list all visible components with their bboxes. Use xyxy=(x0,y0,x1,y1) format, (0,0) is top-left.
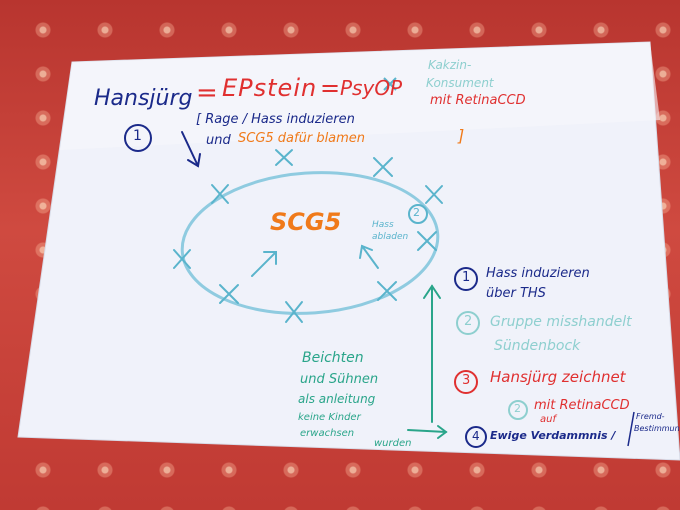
title-equals-1: = xyxy=(196,78,218,108)
title-psyop: PsyOP xyxy=(340,76,403,100)
legend-3b-line2: auf xyxy=(540,414,556,425)
title-kakzin-1: Kakzin- xyxy=(428,58,472,72)
title-kakzin-2: Konsument xyxy=(426,76,494,90)
cross-mark xyxy=(425,185,443,204)
step1-line2a: und xyxy=(206,133,231,148)
title-epstein: EPstein xyxy=(222,74,318,102)
step2-number: 2 xyxy=(413,206,420,219)
step1-line2b: SCG5 dafür blamen xyxy=(238,131,366,146)
legend-circle-3 xyxy=(454,370,478,394)
step1-line2c: ] xyxy=(458,126,465,145)
title-kakzin-3: mit RetinaCCD xyxy=(430,93,526,108)
annotation-line-3: als anleitung xyxy=(298,392,376,406)
legend-circle-1 xyxy=(454,267,478,291)
annotation-line-5: erwachsen xyxy=(300,428,355,439)
annotation-line-4: keine Kinder xyxy=(298,412,361,423)
step2-circle xyxy=(408,204,428,224)
cross-mark xyxy=(285,301,303,323)
legend-3-number: 3 xyxy=(462,373,471,388)
step1-line1: [ Rage / Hass induzieren xyxy=(196,112,355,127)
corner-line-1: Fremd- xyxy=(636,412,665,421)
corner-line-2: Bestimmung xyxy=(634,424,680,433)
arrow-lower-left xyxy=(251,251,277,277)
legend-circle-4 xyxy=(465,426,487,448)
legend-3b-line1: mit RetinaCCD xyxy=(534,398,630,413)
cross-mark xyxy=(211,184,229,204)
legend-2-number: 2 xyxy=(464,314,473,329)
cross-mark xyxy=(417,231,437,251)
cross-mark xyxy=(373,157,393,177)
legend-1-number: 1 xyxy=(462,270,471,285)
cross-mark xyxy=(173,249,191,269)
legend-4-number: 4 xyxy=(472,429,480,443)
cross-mark xyxy=(275,149,293,166)
title-name: Hansjürg xyxy=(94,86,193,111)
center-hass-1: Hass xyxy=(372,220,394,230)
inner-arrows xyxy=(251,244,379,277)
legend-2-line1: Gruppe misshandelt xyxy=(490,314,632,330)
arrow-lower-right xyxy=(359,244,379,269)
cross-mark xyxy=(377,281,397,301)
center-scg5-label: SCG5 xyxy=(270,208,342,236)
legend-circle-2 xyxy=(456,311,480,335)
step1-circle xyxy=(124,124,152,152)
step1-arrow xyxy=(181,131,201,168)
annotation-line-6: wurden xyxy=(374,438,412,449)
cross-mark xyxy=(219,284,239,304)
group-ellipse xyxy=(180,171,440,315)
annotation-line-1: Beichten xyxy=(302,350,364,366)
step1-number: 1 xyxy=(133,128,142,144)
corner-divider xyxy=(627,411,635,447)
legend-3-line1: Hansjürg zeichnet xyxy=(490,368,626,386)
legend-1-line1: Hass induzieren xyxy=(486,266,590,281)
legend-3b-number: 2 xyxy=(514,402,521,415)
annotation-arrow-right xyxy=(407,425,448,439)
annotation-arrow xyxy=(423,284,441,423)
crosses-group xyxy=(173,149,443,323)
legend-circle-3b xyxy=(508,400,528,420)
paper-highlight xyxy=(60,42,660,150)
legend-2-line2: Sündenbock xyxy=(494,338,581,354)
legend-4-line1: Ewige Verdammnis / xyxy=(490,429,616,442)
center-hass-2: abladen xyxy=(372,232,409,242)
small-cross-b xyxy=(383,77,397,91)
title-equals-2: = xyxy=(320,74,341,102)
annotation-line-2: und Sühnen xyxy=(300,372,379,387)
legend-1-line2: über THS xyxy=(486,286,546,301)
